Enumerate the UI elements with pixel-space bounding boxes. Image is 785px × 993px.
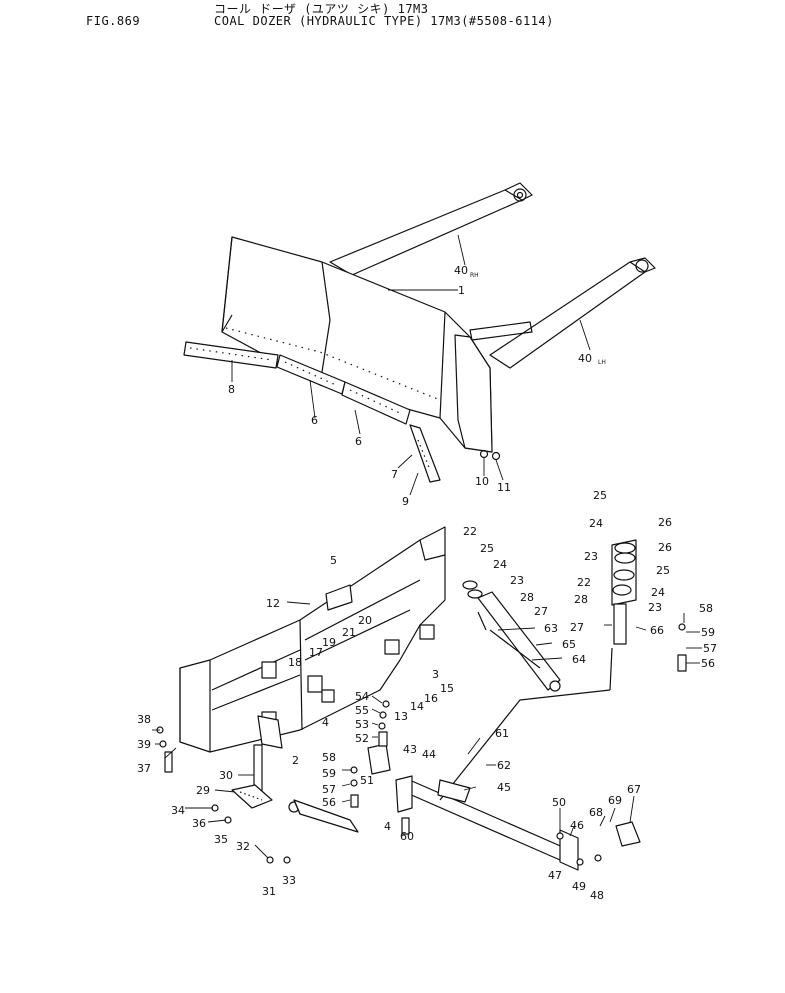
callout-61: 61 [495,727,509,740]
callout-2: 2 [292,754,299,767]
callout-22b: 22 [577,576,591,589]
callout-40-lh: 40 [578,352,592,365]
callout-57b: 57 [322,783,336,796]
callout-45: 45 [497,781,511,794]
callout-66: 66 [650,624,664,637]
callout-11: 11 [497,481,511,494]
callout-58b: 58 [322,751,336,764]
leader-lines [152,234,702,859]
callout-40-lh-sub: LH [598,359,606,366]
callout-3: 3 [432,668,439,681]
callout-28a: 28 [520,591,534,604]
upper-dozer-assembly [183,182,656,483]
callout-68: 68 [589,806,603,819]
callout-49: 49 [572,880,586,893]
callout-59b: 59 [322,767,336,780]
figure-number: FIG.869 [86,14,141,28]
callout-23b: 23 [584,550,598,563]
callout-26b: 26 [658,541,672,554]
callout-19: 19 [322,636,336,649]
callout-50: 50 [552,796,566,809]
callout-10: 10 [475,475,489,488]
callout-48: 48 [590,889,604,902]
callout-6a: 6 [311,414,318,427]
callout-65: 65 [562,638,576,651]
callout-69: 69 [608,794,622,807]
callout-54: 54 [355,690,369,703]
callout-57a: 57 [703,642,717,655]
callout-35: 35 [214,833,228,846]
callout-15: 15 [440,682,454,695]
callout-36: 36 [192,817,206,830]
callout-32: 32 [236,840,250,853]
callout-8: 8 [228,383,235,396]
callout-27a: 27 [534,605,548,618]
callout-18: 18 [288,656,302,669]
callout-59a: 59 [701,626,715,639]
callout-23a: 23 [510,574,524,587]
callout-64: 64 [572,653,586,666]
callout-20: 20 [358,614,372,627]
callout-31: 31 [262,885,276,898]
callout-25a: 25 [480,542,494,555]
callout-6b: 6 [355,435,362,448]
callout-9: 9 [402,495,409,508]
callout-12: 12 [266,597,280,610]
callout-1: 1 [458,284,465,297]
callout-46: 46 [570,819,584,832]
callout-62: 62 [497,759,511,772]
callout-51: 51 [360,774,374,787]
callout-63: 63 [544,622,558,635]
callout-28b: 28 [574,593,588,606]
callout-4a: 4 [322,716,329,729]
callout-56a: 56 [701,657,715,670]
callout-39: 39 [137,738,151,751]
callout-67: 67 [627,783,641,796]
callout-44: 44 [422,748,436,761]
callout-22a: 22 [463,525,477,538]
callout-38: 38 [137,713,151,726]
callout-37: 37 [137,762,151,775]
callout-52: 52 [355,732,369,745]
callout-21: 21 [342,626,356,639]
callout-29: 29 [196,784,210,797]
title-japanese: コール ドーザ (ユアツ シキ) 17M3 [214,2,429,16]
callout-14: 14 [410,700,424,713]
callout-17: 17 [309,646,323,659]
callout-16: 16 [424,692,438,705]
callouts: 1 40 RH 40 LH 8 6 6 7 9 10 11 5 12 18 17… [137,264,717,902]
callout-24c: 24 [651,586,665,599]
lower-exploded-assembly [156,526,687,871]
callout-47: 47 [548,869,562,882]
callout-60: 60 [400,830,414,843]
callout-56b: 56 [322,796,336,809]
callout-55: 55 [355,704,369,717]
callout-25b: 25 [593,489,607,502]
callout-33: 33 [282,874,296,887]
callout-27b: 27 [570,621,584,634]
title-english: COAL DOZER (HYDRAULIC TYPE) 17M3(#5508-6… [214,14,554,28]
callout-53: 53 [355,718,369,731]
callout-23c: 23 [648,601,662,614]
callout-34: 34 [171,804,185,817]
callout-26a: 26 [658,516,672,529]
callout-13: 13 [394,710,408,723]
callout-43: 43 [403,743,417,756]
callout-24b: 24 [589,517,603,530]
callout-24a: 24 [493,558,507,571]
callout-40-rh: 40 [454,264,468,277]
callout-7: 7 [391,468,398,481]
callout-25c: 25 [656,564,670,577]
callout-5: 5 [330,554,337,567]
callout-40-rh-sub: RH [470,272,479,279]
callout-30: 30 [219,769,233,782]
callout-58a: 58 [699,602,713,615]
callout-4b: 4 [384,820,391,833]
